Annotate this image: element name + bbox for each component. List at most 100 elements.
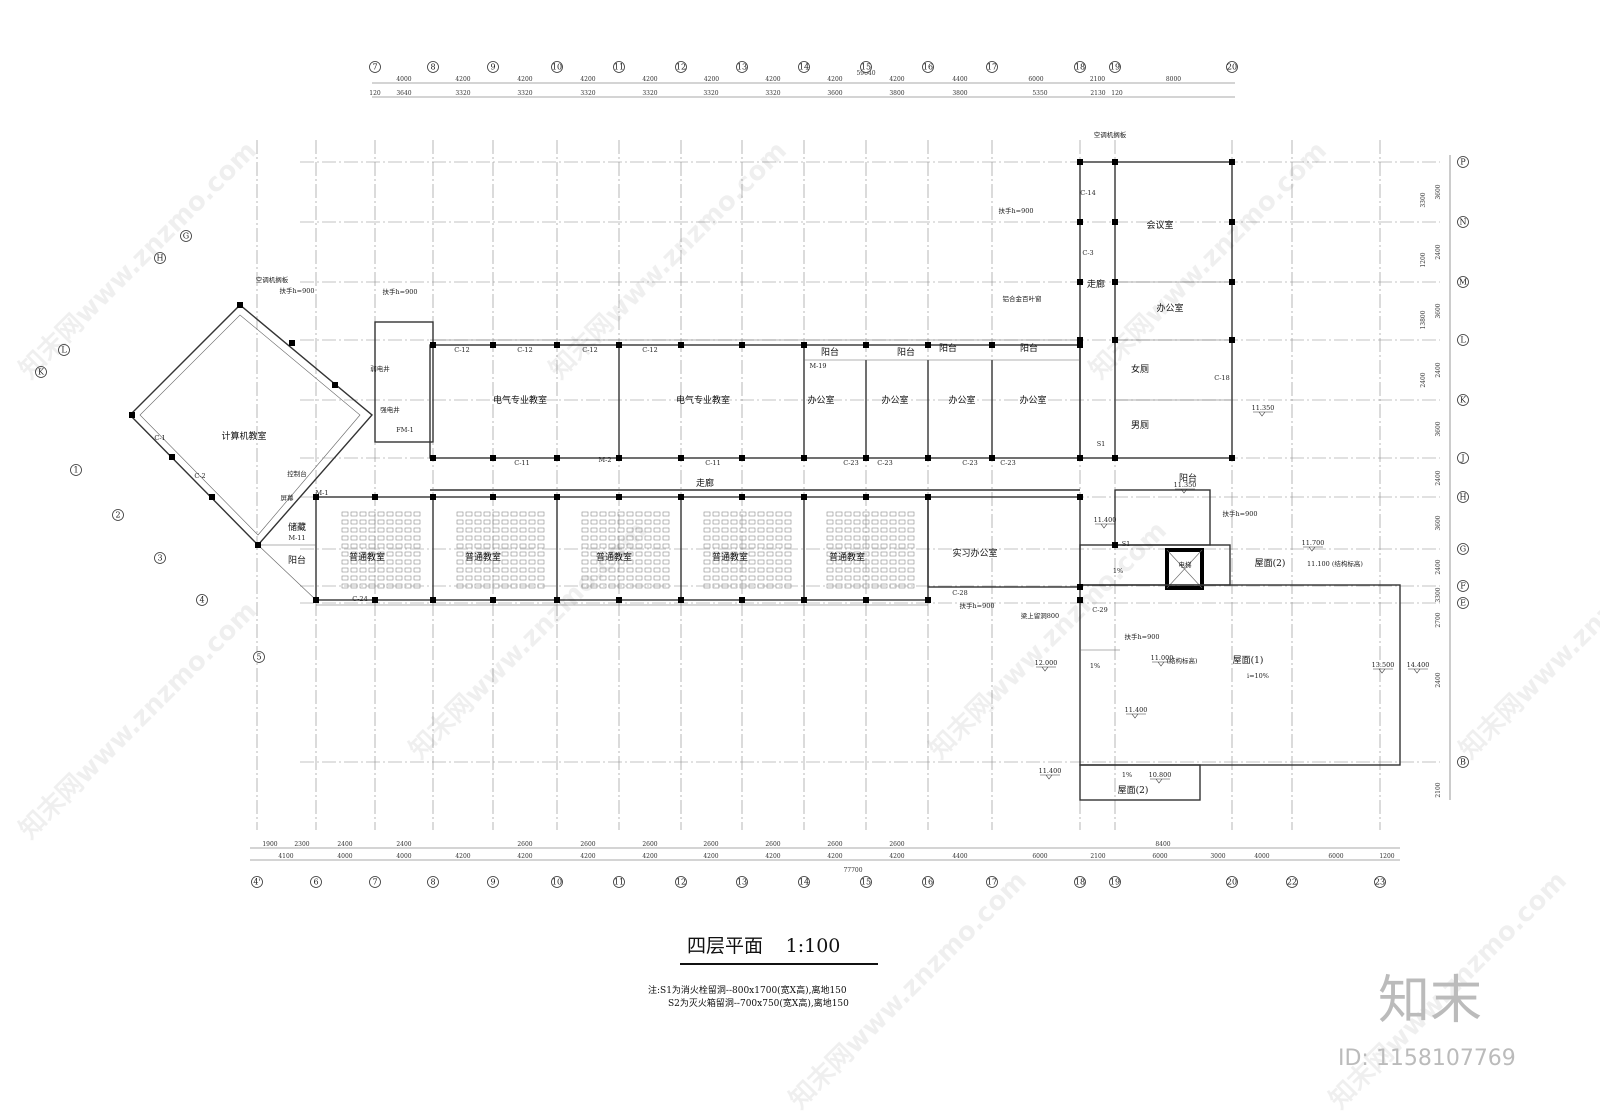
desk [590, 543, 598, 549]
room-office-right: 办公室 [1156, 302, 1183, 314]
desk [492, 567, 500, 573]
desk [784, 519, 792, 525]
desk [739, 559, 747, 565]
hydrant-mark: S1 [1122, 540, 1131, 548]
desk [712, 519, 720, 525]
desk [617, 511, 625, 517]
desk [835, 543, 843, 549]
note-line-2: S2为灭火箱留洞--700x750(宽X高),离地150 [668, 997, 849, 1009]
desk [844, 535, 852, 541]
desk [712, 551, 720, 557]
axis-bubble: E [1457, 597, 1469, 609]
column [863, 494, 869, 500]
desk [519, 567, 527, 573]
desk [501, 543, 509, 549]
desk [386, 527, 394, 533]
dimension-text: 2400 [1435, 470, 1442, 485]
desk [350, 559, 358, 565]
axis-label: 19 [1110, 63, 1120, 72]
desk [581, 519, 589, 525]
annotations: 扶手h=900 扶手h=900 扶手h=900 扶手h=900 扶手h=900 … [256, 130, 1258, 779]
desk [653, 543, 661, 549]
desk [626, 583, 634, 589]
axis-label: 10 [552, 878, 562, 887]
desk [608, 575, 616, 581]
column [739, 494, 745, 500]
desk [739, 527, 747, 533]
window-tag: C-2 [194, 472, 205, 480]
desk [590, 567, 598, 573]
axis-bubble: 10 [551, 61, 563, 73]
desk [653, 511, 661, 517]
desk [465, 551, 473, 557]
desk [730, 559, 738, 565]
column [313, 597, 319, 603]
axis-label: 14 [799, 63, 809, 72]
column [1229, 159, 1235, 165]
desk [739, 583, 747, 589]
axis-label: L [1460, 336, 1466, 345]
dimension-text: 4200 [827, 853, 842, 860]
desk [395, 543, 403, 549]
desk [528, 543, 536, 549]
desk [359, 559, 367, 565]
desk [635, 567, 643, 573]
desk [465, 575, 473, 581]
window-tag: C-29 [1092, 606, 1107, 614]
desk [835, 551, 843, 557]
desk [341, 559, 349, 565]
axis-bubble: 1 [70, 464, 82, 476]
desk [359, 535, 367, 541]
slope-note: 1% [1113, 567, 1123, 575]
desk [644, 567, 652, 573]
desk [528, 551, 536, 557]
desk [835, 511, 843, 517]
desk [465, 543, 473, 549]
desk [474, 559, 482, 565]
axis-label: 13 [737, 878, 747, 887]
slope-note: 1% [1090, 662, 1100, 670]
desk [465, 583, 473, 589]
axis-label: 9 [490, 878, 495, 887]
desk [474, 519, 482, 525]
desk [626, 551, 634, 557]
desk [492, 559, 500, 565]
desk [350, 575, 358, 581]
axis-label: 6 [313, 878, 318, 887]
desk [359, 527, 367, 533]
desk [368, 567, 376, 573]
desk [766, 511, 774, 517]
desk [748, 519, 756, 525]
axis-label: 16 [923, 63, 933, 72]
desk [581, 543, 589, 549]
desk [635, 543, 643, 549]
desk [730, 535, 738, 541]
column [430, 597, 436, 603]
desk [826, 527, 834, 533]
elevation-symbol [1175, 488, 1195, 494]
desk [862, 535, 870, 541]
axis-label: H [1460, 493, 1467, 502]
desk [635, 559, 643, 565]
axis-label: 23 [1375, 878, 1385, 887]
corridor-label: 走廊 [1087, 278, 1105, 290]
handrail-note: 扶手h=900 [1124, 632, 1159, 641]
room-classroom: 普通教室 [596, 551, 632, 563]
axis-label: 12 [676, 63, 686, 72]
elevation-text: 11.400 [1125, 706, 1148, 714]
column [1112, 542, 1118, 548]
desk [826, 535, 834, 541]
desk [386, 535, 394, 541]
desk [730, 543, 738, 549]
desk [635, 551, 643, 557]
dimension-text: 4000 [1254, 853, 1269, 860]
desk [492, 535, 500, 541]
desk [653, 535, 661, 541]
desk [853, 583, 861, 589]
axis-bubble: 17 [986, 876, 998, 888]
desk [644, 543, 652, 549]
desk [862, 567, 870, 573]
elevation-symbol [1040, 774, 1060, 780]
column [1077, 494, 1083, 500]
desk [871, 543, 879, 549]
